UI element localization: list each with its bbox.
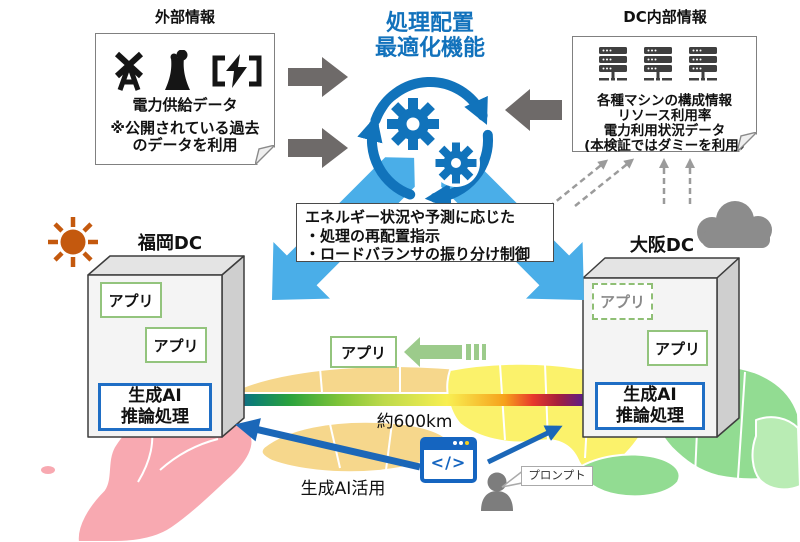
distance-label: 約600km	[376, 412, 453, 432]
genai-line1: 生成AI	[128, 386, 182, 406]
map-region-kii	[577, 453, 681, 498]
genai-usage-label: 生成AI活用	[300, 479, 386, 499]
window-dot	[465, 441, 469, 445]
app-label: アプリ	[153, 336, 199, 355]
osaka-app-box-dashed: アプリ	[592, 283, 653, 320]
gear-icon	[432, 139, 480, 187]
map-island	[39, 464, 57, 476]
prompt-label: プロンプト	[528, 468, 586, 482]
map-region-east	[751, 416, 800, 491]
arrow-external-to-optimizer-1	[288, 57, 348, 97]
prompt-bubble: プロンプト	[521, 466, 593, 486]
app-label: アプリ	[340, 343, 386, 362]
dc-internal-info-title: DC内部情報	[623, 8, 707, 26]
optimizer-title-line1: 処理配置	[385, 11, 474, 36]
osaka-genai-box: 生成AI 推論処理	[595, 382, 705, 430]
power-plant-icon	[165, 50, 190, 90]
app-migration-arrow	[404, 337, 486, 367]
osaka-dc-label: 大阪DC	[629, 235, 695, 256]
control-note-heading: エネルギー状況や予測に応じた	[305, 208, 516, 226]
dc-info-line2: リソース利用率	[617, 108, 712, 124]
arrow-dcinfo-to-optimizer	[505, 89, 562, 131]
arrow-external-to-optimizer-2	[288, 128, 348, 168]
optimizer-title-line2: 最適化機能	[374, 36, 485, 61]
app-label: アプリ	[654, 339, 700, 358]
optimizer-title: 処理配置 最適化機能	[330, 11, 530, 61]
power-supply-data-label: 電力供給データ	[132, 96, 238, 114]
control-note-item2: ・ロードバランサの振り分け制御	[305, 245, 531, 263]
dashed-telemetry-arrows	[548, 158, 695, 208]
genai-line1: 生成AI	[623, 385, 677, 405]
app-label: アプリ	[599, 293, 645, 311]
genai-line2: 推論処理	[121, 407, 189, 427]
fukuoka-app-box-2: アプリ	[145, 327, 207, 363]
control-note-box: エネルギー状況や予測に応じた ・処理の再配置指示 ・ロードバランサの振り分け制御	[296, 203, 554, 263]
migrating-app-box: アプリ	[330, 336, 397, 368]
app-label: アプリ	[108, 291, 154, 310]
page-fold-icon	[737, 132, 757, 152]
genai-line2: 推論処理	[616, 406, 684, 426]
dc-info-line4: (本検証ではダミーを利用)	[584, 138, 745, 154]
arrow-code-to-osaka	[486, 425, 563, 465]
fukuoka-app-box-1: アプリ	[100, 282, 162, 318]
wind-turbine-icon	[114, 51, 144, 91]
dc-info-line1: 各種マシンの構成情報	[597, 93, 732, 109]
gears-cycle-icon	[357, 77, 494, 210]
sun-icon	[48, 217, 98, 267]
power-source-icons	[114, 50, 262, 91]
external-info-box: 電力供給データ ※公開されている過去 のデータを利用	[95, 33, 275, 165]
external-info-title: 外部情報	[154, 8, 215, 26]
map-region-chugoku	[231, 365, 557, 394]
osaka-app-box: アプリ	[647, 330, 708, 366]
control-note-item1: ・処理の再配置指示	[305, 226, 441, 245]
window-dot	[459, 441, 463, 445]
page-fold-icon	[255, 145, 275, 165]
person-icon	[481, 472, 513, 511]
dc-internal-info-box: 各種マシンの構成情報 リソース利用率 電力利用状況データ (本検証ではダミーを利…	[572, 36, 757, 154]
code-window-icon: </>	[420, 437, 477, 483]
window-dot	[453, 441, 457, 445]
fukuoka-genai-box: 生成AI 推論処理	[98, 383, 212, 431]
server-rack-icons	[599, 47, 717, 81]
battery-charging-icon	[212, 54, 262, 88]
external-note-line2: のデータを利用	[132, 136, 238, 154]
fukuoka-dc-label: 福岡DC	[137, 233, 203, 254]
gear-icon	[383, 94, 443, 154]
arrow-code-to-fukuoka	[235, 418, 421, 471]
code-glyph: </>	[430, 453, 467, 472]
rainbow-distance-bar	[225, 394, 583, 406]
external-note-line1: ※公開されている過去	[110, 119, 260, 137]
dc-info-line3: 電力利用状況データ	[603, 123, 726, 139]
